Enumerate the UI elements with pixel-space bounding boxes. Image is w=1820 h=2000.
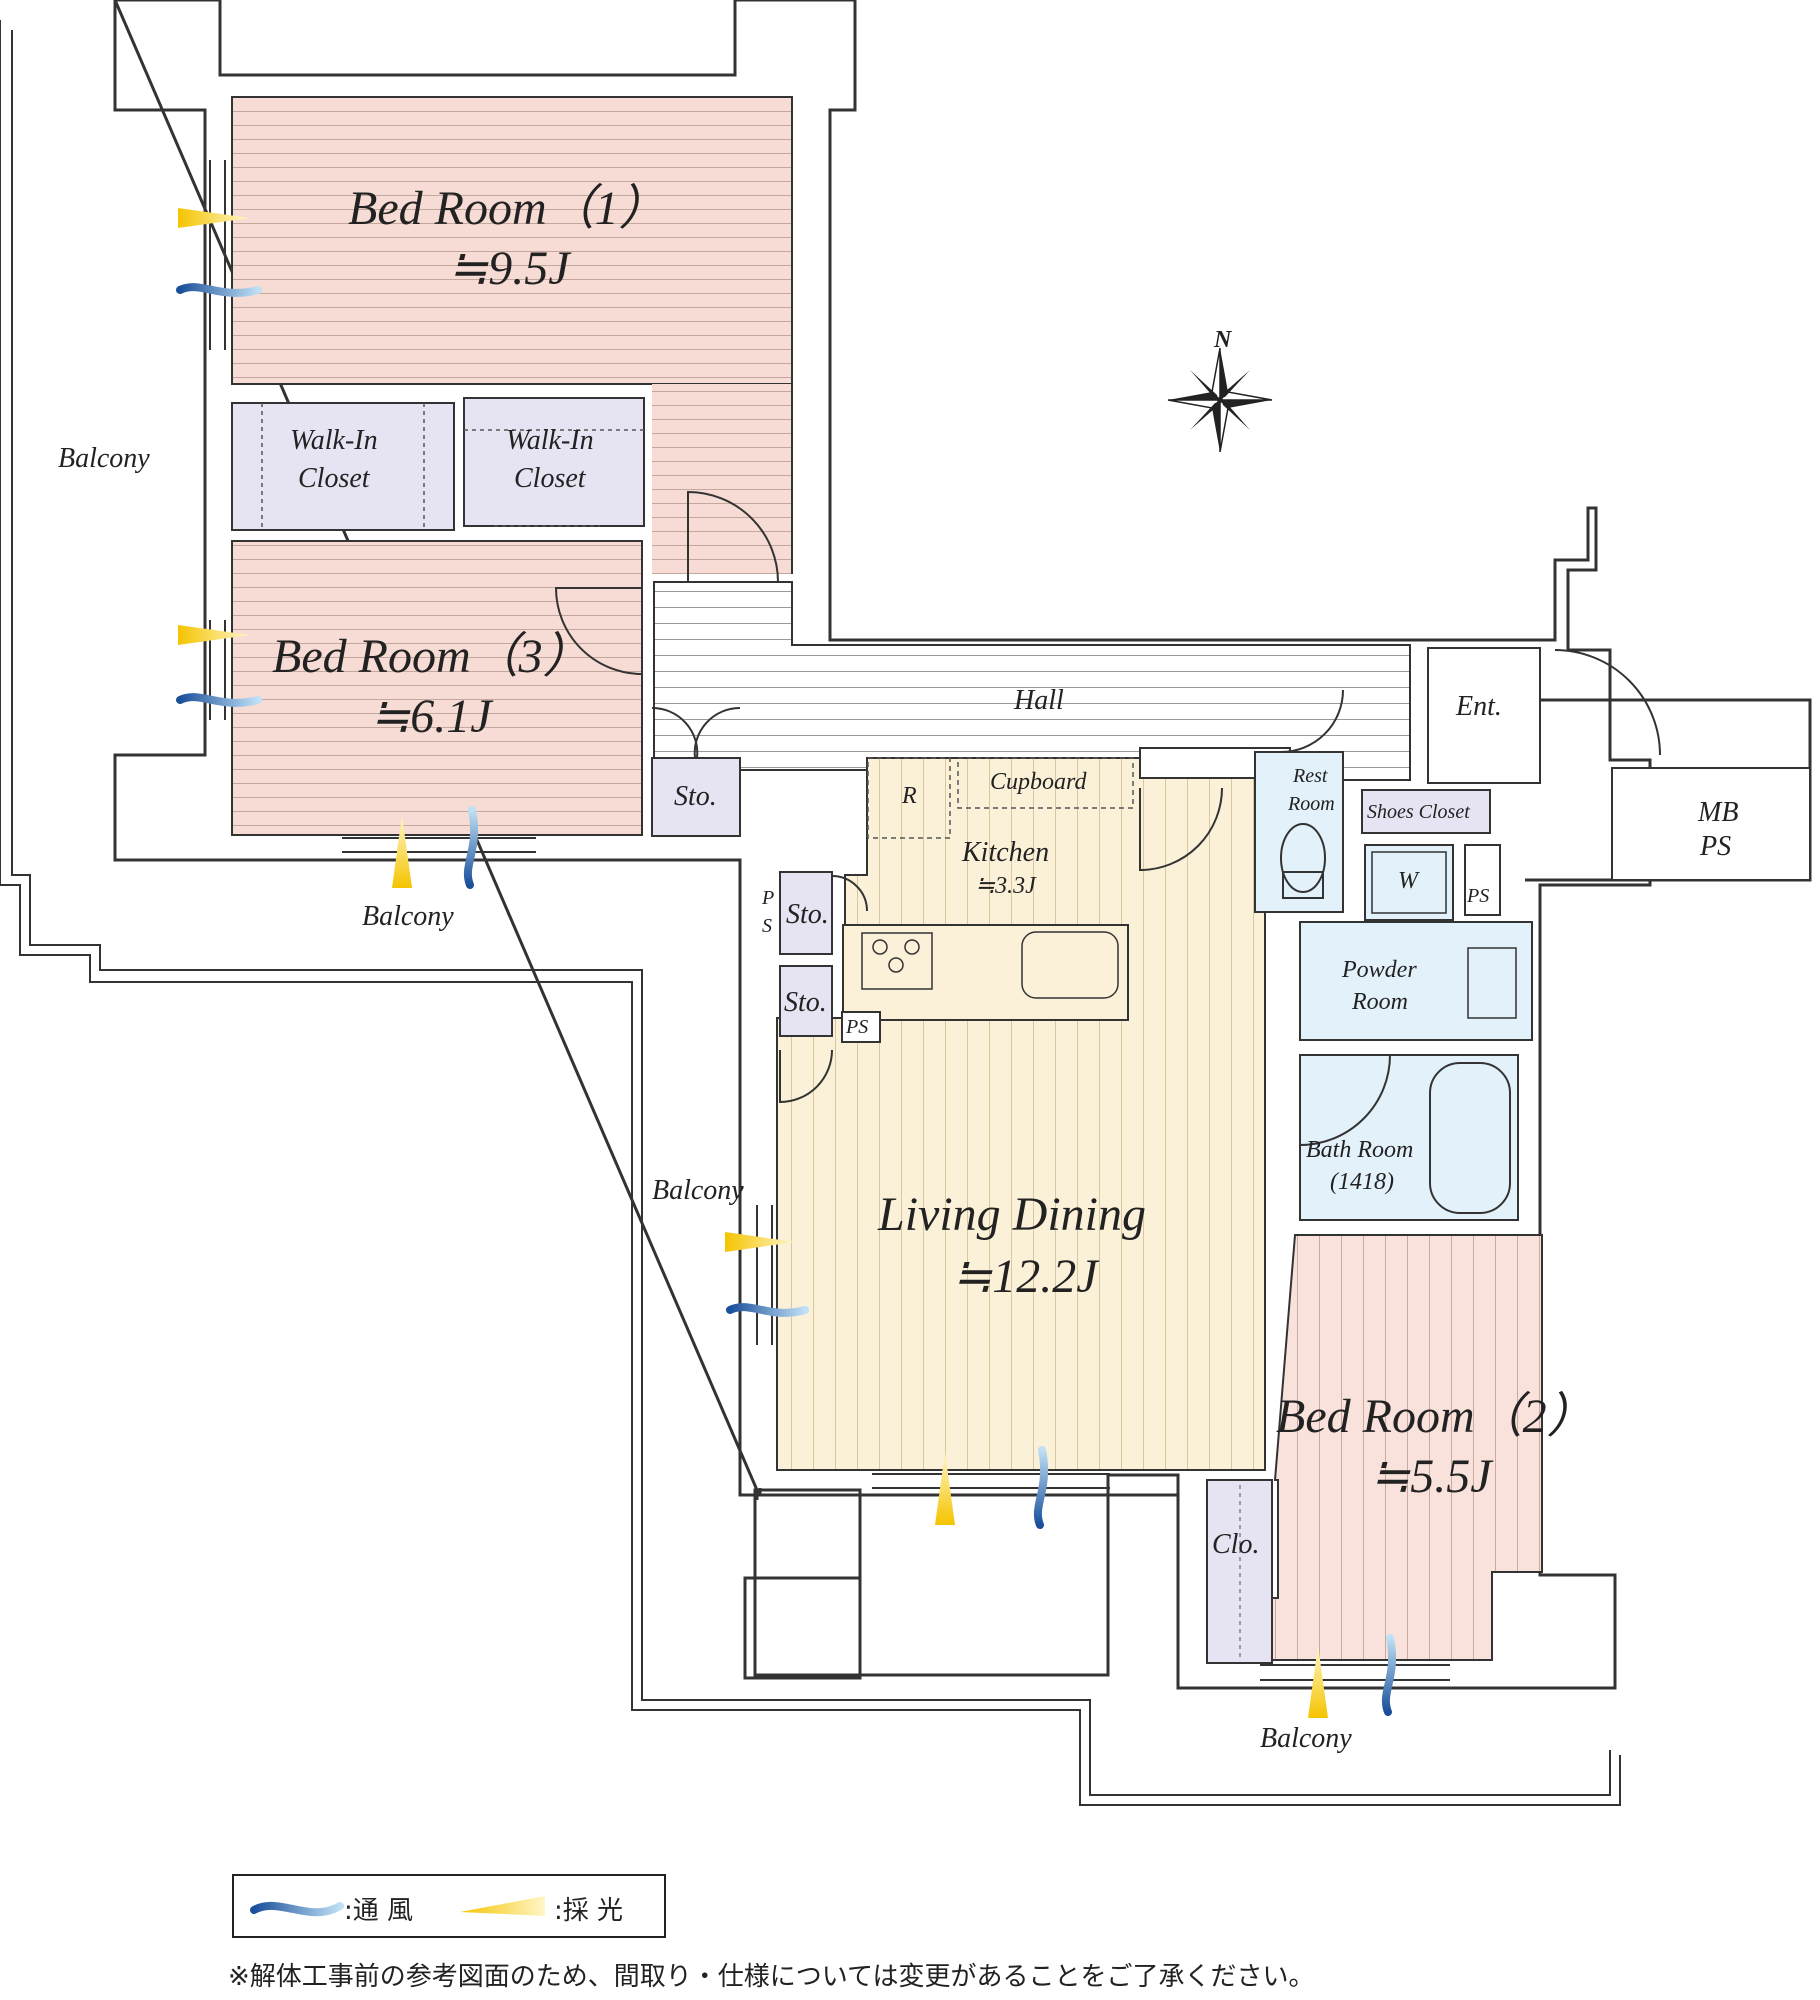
- washer-label: W: [1398, 868, 1418, 894]
- bed-room-3-area: ≒6.1J: [370, 690, 492, 743]
- walk-in-closet-1-line2: Closet: [298, 463, 370, 494]
- rest-room-line1: Rest: [1293, 765, 1328, 787]
- disclaimer-note: ※解体工事前の参考図面のため、間取り・仕様については変更があることをご了承くださ…: [228, 1962, 1315, 1992]
- shoes-closet: [1361, 789, 1491, 834]
- shoes-closet-label: Shoes Closet: [1367, 801, 1470, 823]
- kitchen-area: ≒3.3J: [975, 873, 1036, 899]
- storage-kitchen-2: [779, 965, 833, 1037]
- storage-hall-label: Sto.: [674, 781, 717, 812]
- bath-room-line2: (1418): [1330, 1169, 1394, 1195]
- ps-right-box: [1464, 844, 1501, 916]
- bed-room-2-name: Bed Room（2）: [1276, 1390, 1595, 1443]
- ps-right-label: PS: [1467, 885, 1490, 907]
- bed-room-1-floor: [231, 96, 793, 385]
- ventilation-markers: [176, 283, 809, 1317]
- ventilation-markers-v: [463, 806, 1397, 1716]
- storage-kitchen-1: [779, 871, 833, 955]
- bed-room-2-area: ≒5.5J: [1370, 1450, 1492, 1503]
- cupboard: [957, 757, 1134, 809]
- fridge-space: [867, 757, 951, 839]
- compass-north-label: N: [1214, 327, 1232, 353]
- cooktop: [861, 932, 933, 990]
- balcony-north-label: Balcony: [362, 901, 454, 932]
- closet-small: [1206, 1479, 1273, 1664]
- hall-label: Hall: [1014, 685, 1064, 716]
- entrance-floor: [1427, 647, 1541, 784]
- walk-in-closet-2-line2: Closet: [514, 463, 586, 494]
- walk-in-closet-2-line1: Walk-In: [506, 425, 594, 456]
- fridge-label: R: [902, 783, 917, 809]
- powder-room-line1: Powder: [1342, 957, 1417, 983]
- powder-room-line2: Room: [1352, 989, 1408, 1015]
- walk-in-closet-2: [463, 397, 645, 527]
- living-dining-name: Living Dining: [878, 1188, 1147, 1241]
- mb-ps-box: [1611, 767, 1811, 881]
- kitchen-counter: [842, 924, 1129, 1021]
- balcony-south-label: Balcony: [1260, 1723, 1352, 1754]
- washer-space: [1364, 844, 1454, 921]
- legend-sunlight: :採 光: [554, 1890, 623, 1927]
- powder-room: [1299, 921, 1533, 1041]
- ps-vertical-line2: S: [762, 915, 772, 937]
- walk-in-closet-1: [231, 402, 455, 531]
- bed-room-1-name: Bed Room（1）: [348, 182, 667, 235]
- storage-hall: [651, 757, 741, 837]
- building-shell: [113, 0, 1812, 1690]
- sunlight-markers: [178, 208, 1328, 1718]
- cupboard-label: Cupboard: [990, 769, 1087, 795]
- rest-room: [1254, 751, 1344, 913]
- storage-kitchen-2-label: Sto.: [784, 987, 827, 1018]
- ventilation-legend-icon: [250, 1902, 344, 1917]
- bed-room-3-name: Bed Room（3）: [272, 630, 591, 683]
- bath-room-line1: Bath Room: [1306, 1137, 1414, 1163]
- sink: [1021, 931, 1119, 999]
- legend-sunlight-label: :採 光: [554, 1896, 624, 1926]
- closet-small-label: Clo.: [1212, 1529, 1260, 1560]
- rest-room-line2: Room: [1288, 793, 1335, 815]
- door-swings: [554, 490, 1661, 1147]
- mb-ps-line1: MB: [1698, 797, 1739, 828]
- legend-ventilation-label: :通 風: [344, 1896, 414, 1926]
- bed-room-3-floor: [231, 540, 643, 836]
- entrance-label: Ent.: [1456, 691, 1502, 722]
- sunlight-legend-icon: [460, 1896, 545, 1916]
- bed-room-1-area: ≒9.5J: [448, 242, 570, 295]
- walk-in-closet-1-line1: Walk-In: [290, 425, 378, 456]
- balcony-west-label: Balcony: [58, 443, 150, 474]
- storage-kitchen-1-label: Sto.: [786, 899, 829, 930]
- living-dining-area: ≒12.2J: [952, 1250, 1098, 1303]
- ps-vertical-line1: P: [762, 887, 775, 909]
- balcony-living-label: Balcony: [652, 1175, 744, 1206]
- kitchen-name: Kitchen: [962, 837, 1050, 868]
- balcony-outline: [0, 20, 1621, 1806]
- ps-kitchen-box: [841, 1011, 881, 1043]
- legend-box: :通 風 :採 光: [232, 1874, 666, 1938]
- legend-ventilation: :通 風: [344, 1890, 413, 1927]
- compass-rose-icon: [1167, 347, 1273, 453]
- ps-kitchen-label: PS: [846, 1016, 869, 1038]
- mb-ps-line2: PS: [1700, 831, 1732, 862]
